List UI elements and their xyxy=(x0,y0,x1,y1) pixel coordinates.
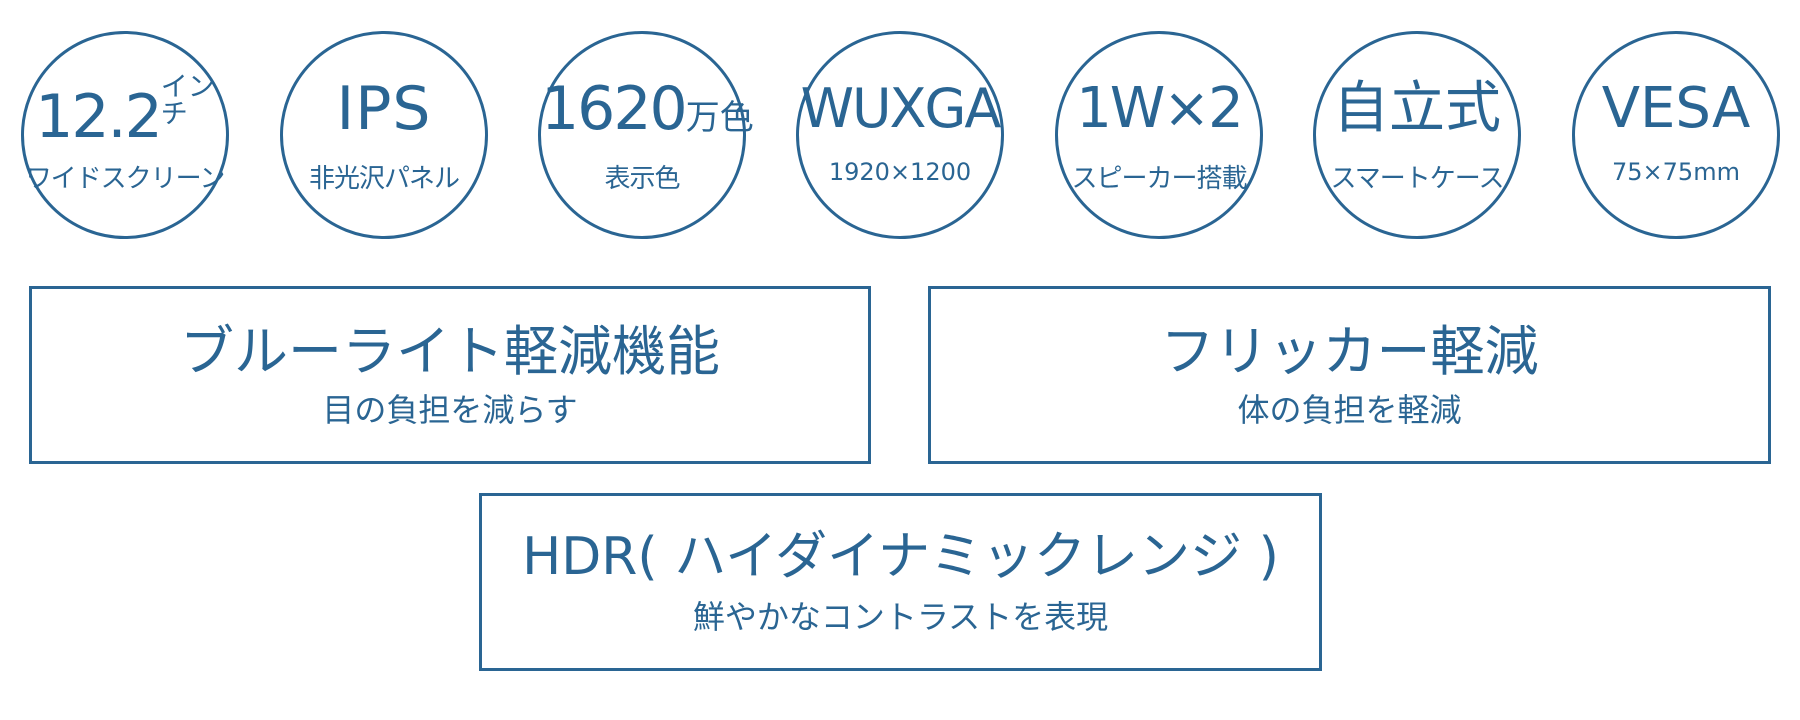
badge-resolution: WUXGA 1920×1200 xyxy=(796,31,1004,239)
badge-sub-text: 1920×1200 xyxy=(828,158,972,186)
feature-box-blue-light: ブルーライト軽減機能 目の負担を減らす xyxy=(29,286,871,464)
badge-main-text: 12.2インチ xyxy=(35,72,215,152)
feature-title: HDR( ハイダイナミックレンジ ) xyxy=(522,527,1279,587)
badge-sub-text: ワイドスクリーン xyxy=(25,164,226,194)
badge-main-text: IPS xyxy=(336,74,432,144)
badge-screen-size: 12.2インチ ワイドスクリーン xyxy=(21,31,229,239)
feature-title: ブルーライト軽減機能 xyxy=(180,320,720,383)
badge-main-text: VESA xyxy=(1601,76,1751,141)
badge-sub-text: 表示色 xyxy=(604,164,680,194)
badge-sub-text: スピーカー搭載 xyxy=(1071,164,1247,194)
feature-subtitle: 目の負担を減らす xyxy=(322,391,578,429)
feature-box-hdr: HDR( ハイダイナミックレンジ ) 鮮やかなコントラストを表現 xyxy=(479,493,1322,671)
badge-sub-text: 75×75mm xyxy=(1612,158,1740,186)
badge-vesa: VESA 75×75mm xyxy=(1572,31,1780,239)
feature-box-flicker: フリッカー軽減 体の負担を軽減 xyxy=(928,286,1771,464)
badge-main-text: 1W×2 xyxy=(1076,76,1244,141)
badge-main-text: 1620万色 xyxy=(541,74,754,144)
badge-sub-text: スマートケース xyxy=(1330,164,1505,194)
feature-subtitle: 鮮やかなコントラストを表現 xyxy=(692,598,1109,636)
feature-subtitle: 体の負担を軽減 xyxy=(1237,391,1462,429)
badge-main-text: WUXGA xyxy=(800,77,1002,140)
badge-panel-type: IPS 非光沢パネル xyxy=(280,31,488,239)
badge-unit-text: インチ xyxy=(160,72,215,130)
badge-sub-text: 非光沢パネル xyxy=(308,164,460,194)
badge-stand: 自立式 スマートケース xyxy=(1313,31,1521,239)
badge-unit-text: 万色 xyxy=(685,98,754,138)
badge-speakers: 1W×2 スピーカー搭載 xyxy=(1055,31,1263,239)
badge-display-colors: 1620万色 表示色 xyxy=(538,31,754,239)
feature-title: フリッカー軽減 xyxy=(1160,320,1539,383)
badge-main-text: 自立式 xyxy=(1333,76,1501,141)
